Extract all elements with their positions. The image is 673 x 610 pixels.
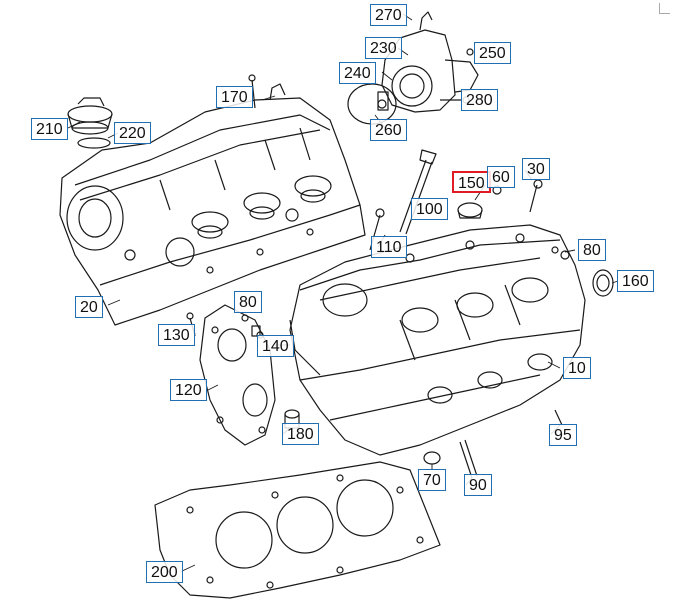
seal-70-part (423, 451, 441, 465)
o-ring-part (347, 83, 397, 125)
callout-270[interactable]: 270 (370, 4, 407, 26)
callout-120[interactable]: 120 (170, 379, 207, 401)
cap-150-part (457, 202, 483, 219)
head-gasket (154, 461, 441, 599)
front-cap-part (67, 97, 113, 149)
cylinder-head (289, 224, 586, 456)
callout-95[interactable]: 95 (549, 424, 577, 446)
seal-160-part (592, 269, 614, 297)
callout-80-right[interactable]: 80 (578, 239, 606, 261)
callout-20[interactable]: 20 (75, 296, 103, 318)
callout-60[interactable]: 60 (487, 166, 515, 188)
callout-180[interactable]: 180 (282, 423, 319, 445)
corner-marker (659, 3, 670, 14)
callout-110[interactable]: 110 (371, 236, 407, 258)
callout-230[interactable]: 230 (365, 37, 402, 59)
dowel-95-part (554, 409, 563, 426)
callout-10[interactable]: 10 (563, 357, 591, 379)
long-bolt-part (399, 149, 437, 235)
callout-240[interactable]: 240 (339, 62, 376, 84)
callout-140[interactable]: 140 (257, 335, 294, 357)
callout-260[interactable]: 260 (370, 119, 407, 141)
callout-150[interactable]: 150 (452, 171, 491, 193)
callout-90[interactable]: 90 (464, 474, 492, 496)
stud-90-part (459, 439, 478, 479)
callout-30[interactable]: 30 (522, 158, 550, 180)
callout-250[interactable]: 250 (474, 42, 511, 64)
callout-100[interactable]: 100 (411, 198, 448, 220)
callout-160[interactable]: 160 (617, 270, 654, 292)
callout-280[interactable]: 280 (461, 89, 498, 111)
callout-170[interactable]: 170 (216, 86, 253, 108)
callout-130[interactable]: 130 (158, 324, 195, 346)
bolt-170-part (248, 74, 256, 109)
callout-220[interactable]: 220 (114, 122, 151, 144)
callout-80-left[interactable]: 80 (234, 291, 262, 313)
callout-210[interactable]: 210 (31, 118, 68, 140)
timing-cover-gasket (199, 304, 276, 446)
left-cylinder-head-cover (59, 83, 366, 326)
plug-80-part (241, 314, 249, 322)
pin-140-part (251, 325, 261, 337)
callout-70[interactable]: 70 (418, 469, 446, 491)
callout-200[interactable]: 200 (146, 561, 183, 583)
